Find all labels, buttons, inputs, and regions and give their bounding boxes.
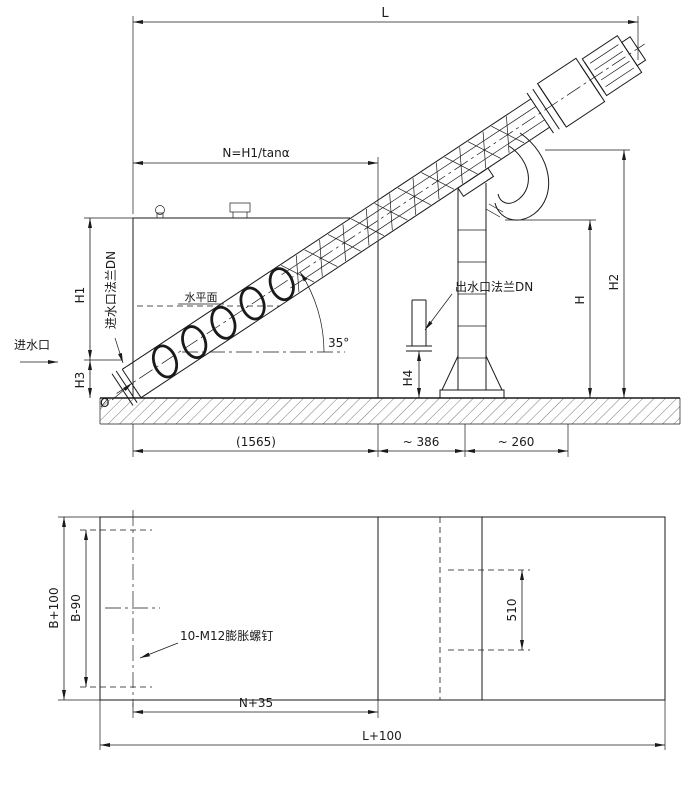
side-view-labels: 进水口 进水口法兰DN 出水口法兰DN 水平面: [14, 251, 533, 364]
side-view: L N=H1/tanα H2 H H1 H3 H4: [14, 6, 681, 457]
spiral-flights: [281, 116, 525, 293]
discharge-chute: [485, 132, 550, 221]
dim-label-H4: H4: [401, 370, 415, 387]
vent-fitting: [155, 205, 165, 215]
dim-label-L100: L+100: [362, 729, 402, 743]
dim-label-N: N=H1/tanα: [222, 146, 289, 160]
anchor-bolt-label: 10-M12膨胀螺钉: [180, 629, 273, 643]
dim-label-L: L: [381, 6, 389, 21]
dim-label-H: H: [573, 295, 587, 304]
screw-conveyor: [111, 34, 647, 406]
water-level-label: 水平面: [185, 291, 218, 304]
plan-view: B+100 B-90 510 N+35 L+100 10-M12膨胀螺钉: [47, 510, 666, 750]
dim-label-386: ~ 386: [403, 435, 440, 449]
foundation-outline: [99, 516, 666, 701]
drive-motor: [526, 34, 647, 134]
screw-shaft: [281, 106, 537, 276]
dim-label-260: ~ 260: [498, 435, 535, 449]
inlet-label: 进水口: [14, 338, 50, 352]
dim-label-H2: H2: [607, 274, 621, 291]
dim-label-B90: B-90: [69, 594, 83, 622]
tank: [132, 202, 379, 398]
saddle-bracket: [457, 167, 495, 197]
dim-label-diameter: Ø: [100, 396, 109, 410]
dim-label-angle: 35°: [328, 336, 349, 350]
cover-fitting: [229, 202, 251, 213]
outlet-flange-label: 出水口法兰DN: [455, 280, 533, 294]
ground-hatch: [99, 397, 681, 425]
plan-view-dimensions: B+100 B-90 510 N+35 L+100: [47, 516, 666, 750]
motor-end-cap: [621, 36, 647, 67]
dim-label-510: 510: [505, 599, 519, 622]
outlet-pipe: [406, 299, 432, 352]
inlet-flange-label: 进水口法兰DN: [104, 251, 118, 329]
base-plate: [439, 389, 505, 399]
dim-label-H1: H1: [73, 287, 87, 304]
dim-label-H3: H3: [73, 372, 87, 389]
plan-view-labels: 10-M12膨胀螺钉: [139, 629, 273, 659]
spiral-coils: [151, 267, 295, 379]
dim-label-1565: (1565): [236, 435, 276, 449]
side-view-dimensions: L N=H1/tanα H2 H H1 H3 H4: [73, 6, 639, 457]
dim-label-B100: B+100: [47, 587, 61, 628]
dim-label-N35: N+35: [239, 696, 273, 710]
support-column: [439, 183, 505, 399]
screw-centerline: [116, 43, 645, 394]
